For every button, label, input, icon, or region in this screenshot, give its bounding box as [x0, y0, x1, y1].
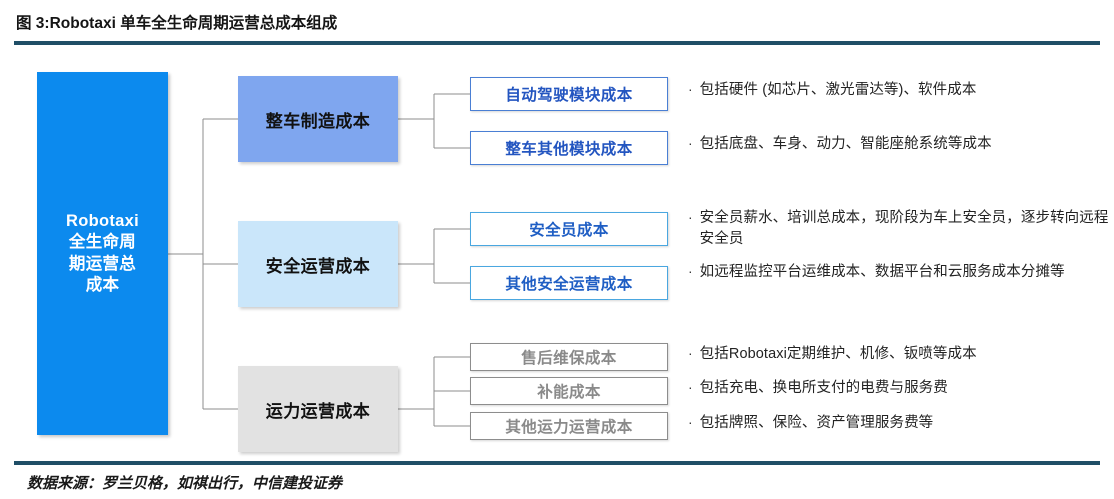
category-box-capacity-operations[interactable]: 运力运营成本 — [238, 366, 398, 452]
bullet-icon: · — [688, 209, 693, 225]
leaf-label: 补能成本 — [537, 384, 601, 401]
note-energy-replenishment: · 包括充电、换电所支付的电费与服务费 — [688, 378, 1112, 399]
note-text: 包括硬件 (如芯片、激光雷达等)、软件成本 — [699, 82, 977, 98]
note-text: 安全员薪水、培训总成本，现阶段为车上安全员，逐步转向远程安全员 — [699, 210, 1109, 247]
leaf-label: 自动驾驶模块成本 — [505, 87, 633, 104]
leaf-box-safety-operator[interactable]: 安全员成本 — [470, 212, 668, 246]
note-after-sales-maintenance: · 包括Robotaxi定期维护、机修、钣喷等成本 — [688, 344, 1112, 365]
leaf-label: 其他运力运营成本 — [505, 419, 633, 436]
leaf-box-other-vehicle-modules[interactable]: 整车其他模块成本 — [470, 131, 668, 165]
note-text: 包括充电、换电所支付的电费与服务费 — [699, 380, 948, 396]
category-box-vehicle-manufacturing[interactable]: 整车制造成本 — [238, 76, 398, 162]
leaf-label: 其他安全运营成本 — [505, 276, 633, 293]
note-text: 包括牌照、保险、资产管理服务费等 — [699, 415, 934, 431]
note-text: 如远程监控平台运维成本、数据平台和云服务成本分摊等 — [699, 264, 1065, 280]
footer-divider — [14, 461, 1100, 465]
leaf-label: 整车其他模块成本 — [505, 141, 633, 158]
source-note: 数据来源：罗兰贝格，如祺出行，中信建投证券 — [27, 476, 343, 492]
bullet-icon: · — [688, 414, 693, 430]
note-other-safety-operations: · 如远程监控平台运维成本、数据平台和云服务成本分摊等 — [688, 262, 1112, 283]
leaf-box-other-capacity-operations[interactable]: 其他运力运营成本 — [470, 412, 668, 440]
root-node-label: Robotaxi 全生命周 期运营总 成本 — [66, 212, 139, 294]
note-other-vehicle-modules: · 包括底盘、车身、动力、智能座舱系统等成本 — [688, 134, 1112, 155]
note-other-capacity-operations: · 包括牌照、保险、资产管理服务费等 — [688, 413, 1112, 434]
bullet-icon: · — [688, 263, 693, 279]
leaf-box-other-safety-operations[interactable]: 其他安全运营成本 — [470, 266, 668, 300]
category-box-safety-operations[interactable]: 安全运营成本 — [238, 221, 398, 307]
category-label: 运力运营成本 — [265, 401, 371, 421]
note-text: 包括底盘、车身、动力、智能座舱系统等成本 — [699, 136, 992, 152]
category-label: 整车制造成本 — [265, 111, 371, 131]
root-node-total-cost[interactable]: Robotaxi 全生命周 期运营总 成本 — [37, 72, 168, 435]
cost-breakdown-diagram: Robotaxi 全生命周 期运营总 成本 整车制造成本 安全运营成本 运力运营… — [0, 45, 1114, 457]
category-label: 安全运营成本 — [265, 256, 371, 276]
header-divider — [14, 41, 1100, 45]
note-autonomous-driving-module: · 包括硬件 (如芯片、激光雷达等)、软件成本 — [688, 80, 1112, 101]
note-text: 包括Robotaxi定期维护、机修、钣喷等成本 — [699, 346, 977, 362]
leaf-box-autonomous-driving-module[interactable]: 自动驾驶模块成本 — [470, 77, 668, 111]
bullet-icon: · — [688, 345, 693, 361]
bullet-icon: · — [688, 135, 693, 151]
bullet-icon: · — [688, 379, 693, 395]
note-safety-operator: · 安全员薪水、培训总成本，现阶段为车上安全员，逐步转向远程安全员 — [688, 208, 1112, 249]
bullet-icon: · — [688, 81, 693, 97]
leaf-label: 安全员成本 — [529, 222, 609, 239]
leaf-label: 售后维保成本 — [521, 350, 617, 367]
page-title: 图 3:Robotaxi 单车全生命周期运营总成本组成 — [16, 15, 338, 32]
leaf-box-energy-replenishment[interactable]: 补能成本 — [470, 377, 668, 405]
leaf-box-after-sales-maintenance[interactable]: 售后维保成本 — [470, 343, 668, 371]
